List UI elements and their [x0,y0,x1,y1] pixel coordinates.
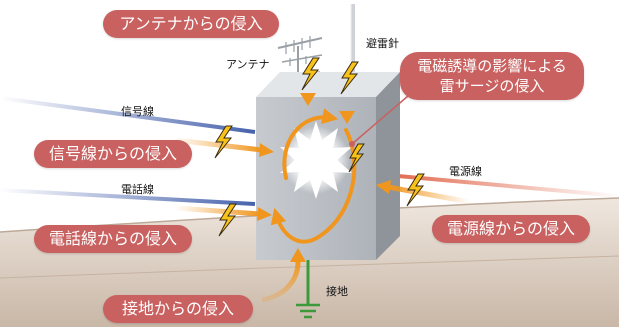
signal-line-label: 信号線 [121,105,154,118]
bolt-icon-phone [218,203,237,237]
bolt-icon-rod [340,61,359,95]
bolt-icon-signal [214,125,233,159]
induction-callout-line-1: 電磁誘導の影響による [417,57,567,75]
signal-cables [0,96,256,206]
ground-label: 接地 [326,285,348,298]
ground-wire [296,255,320,319]
bolt-icon-antenna [301,57,320,91]
power-cable [397,174,619,198]
induction-callout-leader [349,95,409,147]
bolt-icon-induction [348,143,365,173]
bolt-icon-power [406,173,425,207]
ground-surge-callout: 接地からの侵入 [103,295,253,323]
phone-surge-callout: 電話線からの侵入 [34,225,192,253]
induction-callout-line-2: 雷サージの侵入 [439,77,545,95]
induction-surge-callout: 電磁誘導の影響による 雷サージの侵入 [400,52,584,100]
phone-line-label: 電話線 [121,183,154,196]
lightning-bolt-icons [214,57,425,237]
ground-arrow [261,248,306,303]
side-arrows [174,137,471,221]
surge-burst [280,121,352,199]
power-surge-callout: 電源線からの侵入 [432,215,590,243]
lightning-rod-label: 避雷針 [366,37,399,50]
power-line-label: 電源線 [449,165,482,178]
signal-surge-callout: 信号線からの侵入 [34,140,192,168]
antenna-label: アンテナ [226,58,270,71]
antenna-surge-callout: アンテナからの侵入 [103,10,279,38]
